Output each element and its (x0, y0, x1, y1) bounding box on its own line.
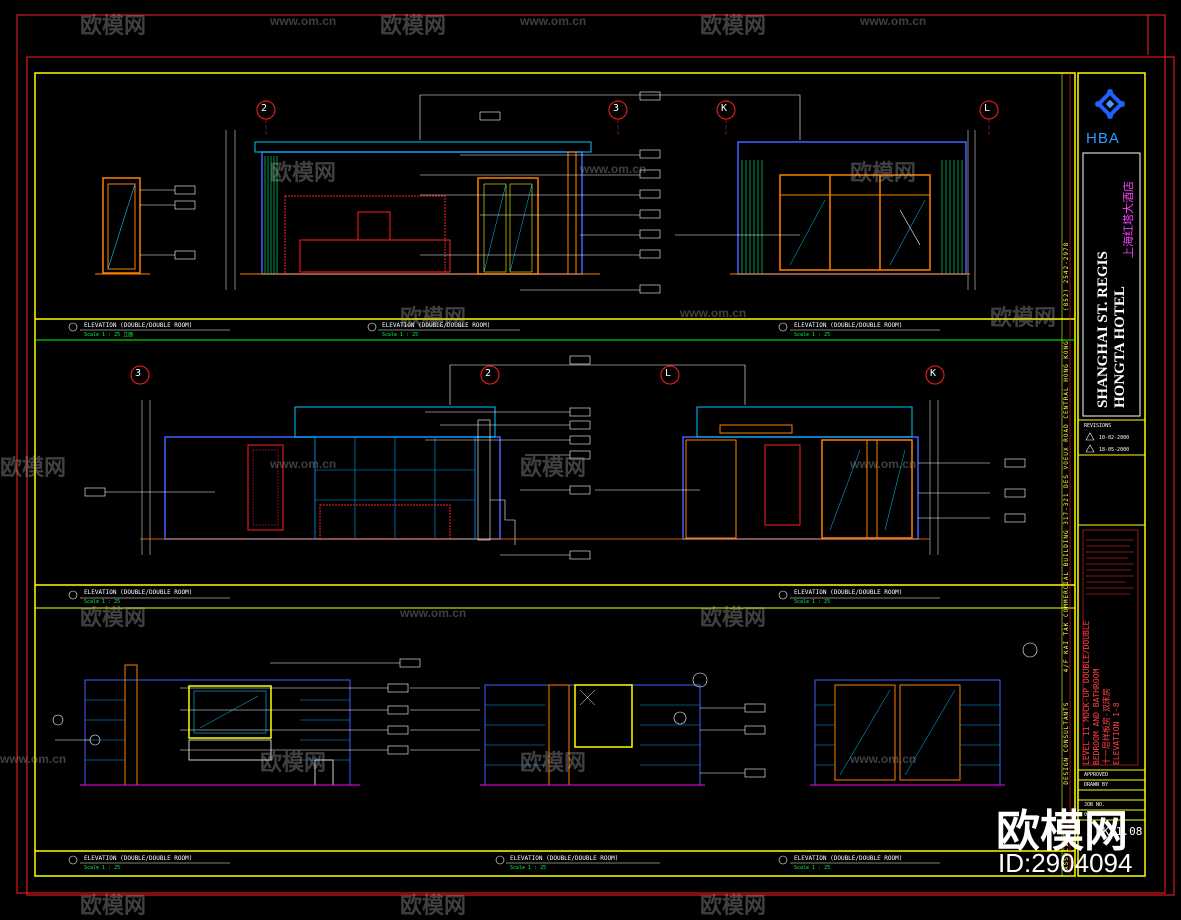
grid-marker-r2-3: K (930, 368, 937, 379)
job-no-label: JOB NO. (1084, 802, 1106, 808)
project-title-line1: SHANGHAI ST. REGIS (1095, 251, 1111, 408)
sheet-title-line2: BEDROOM AND BATHROOM (1092, 668, 1101, 765)
elevation-scale-1: Scale 1 : 25 立面 (84, 332, 133, 338)
elevation-title-1: ELEVATION (DOUBLE/DOUBLE ROOM) (84, 322, 193, 329)
elevation-title-3: ELEVATION (DOUBLE/DOUBLE ROOM) (794, 322, 903, 329)
elevation-title-2: ELEVATION (DOUBLE/DOUBLE ROOM) (382, 322, 491, 329)
elevation-title-6: ELEVATION (DOUBLE/DOUBLE ROOM) (84, 855, 193, 862)
project-title-cn: 上海红塔大酒店 (1122, 181, 1135, 258)
address-text: 4/F KAI TAK COMMERCIAL BUILDING 317-321 … (1063, 340, 1070, 673)
grid-marker-r2-0: 3 (135, 368, 142, 379)
grid-marker-r1-1: 3 (613, 103, 620, 114)
project-title: SHANGHAI ST. REGIS HONGTA HOTEL (1095, 251, 1129, 408)
grid-marker-r2-1: 2 (485, 368, 492, 379)
grid-marker-r1-3: L (984, 103, 991, 114)
elevation-scale-8: Scale 1 : 25 (794, 865, 831, 871)
scale-text: Scale 1 : 25 (84, 332, 121, 338)
job-no-value: 03f000 (1084, 812, 1103, 818)
watermark-id: ID:2904094 (998, 848, 1133, 878)
elevation-scale-2: Scale 1 : 25 (382, 332, 419, 338)
grid-marker-r2-2: L (665, 368, 672, 379)
elevation-scale-3: Scale 1 : 25 (794, 332, 831, 338)
sheet-number: MK-1.08 (1096, 825, 1143, 838)
consultant-strip: ASSOCIATES DESIGN CONSULTANTS 4/F KAI TA… (1063, 242, 1070, 870)
revision-date-2: 18-05-2000 (1099, 447, 1130, 453)
watermark-brand-large: 欧模网 (996, 807, 1128, 856)
elevation-scale-7: Scale 1 : 25 (510, 865, 547, 871)
grid-marker-r1-2: K (721, 103, 728, 114)
elevation-scale-6: Scale 1 : 25 (84, 865, 121, 871)
sheet-title-cn: 十一层样板房-双床房 (1102, 688, 1111, 765)
elevation-scale-4: Scale 1 : 25 (84, 599, 121, 605)
approved-label: APPROVED (1084, 772, 1109, 778)
drawn-by-label: DRAWN BY (1084, 782, 1109, 788)
elevation-title-4: ELEVATION (DOUBLE/DOUBLE ROOM) (84, 589, 193, 596)
phone-text: (852) 2542-2978 (1063, 241, 1070, 311)
sheet-title-line3: ELEVATION 1-8 (1112, 702, 1121, 765)
elevation-title-5: ELEVATION (DOUBLE/DOUBLE ROOM) (794, 589, 903, 596)
project-title-line2: HONGTA HOTEL (1112, 286, 1128, 408)
sheet-title-line1: LEVEL 11 MOCK-UP DOUBLE/DOUBLE (1082, 620, 1091, 766)
revisions-label: REVISIONS (1084, 423, 1112, 429)
sheet-title: LEVEL 11 MOCK-UP DOUBLE/DOUBLE BEDROOM A… (1082, 621, 1122, 766)
consultants-text: DESIGN CONSULTANTS (1063, 701, 1070, 785)
elevation-scale-5: Scale 1 : 25 (794, 599, 831, 605)
revision-date-1: 10-02-2000 (1099, 435, 1130, 441)
scale-cn: 立面 (123, 332, 134, 338)
grid-marker-r1-0: 2 (261, 103, 268, 114)
firm-logo-text: HBA (1086, 130, 1120, 147)
elevation-title-7: ELEVATION (DOUBLE/DOUBLE ROOM) (510, 855, 619, 862)
elevation-title-8: ELEVATION (DOUBLE/DOUBLE ROOM) (794, 855, 903, 862)
